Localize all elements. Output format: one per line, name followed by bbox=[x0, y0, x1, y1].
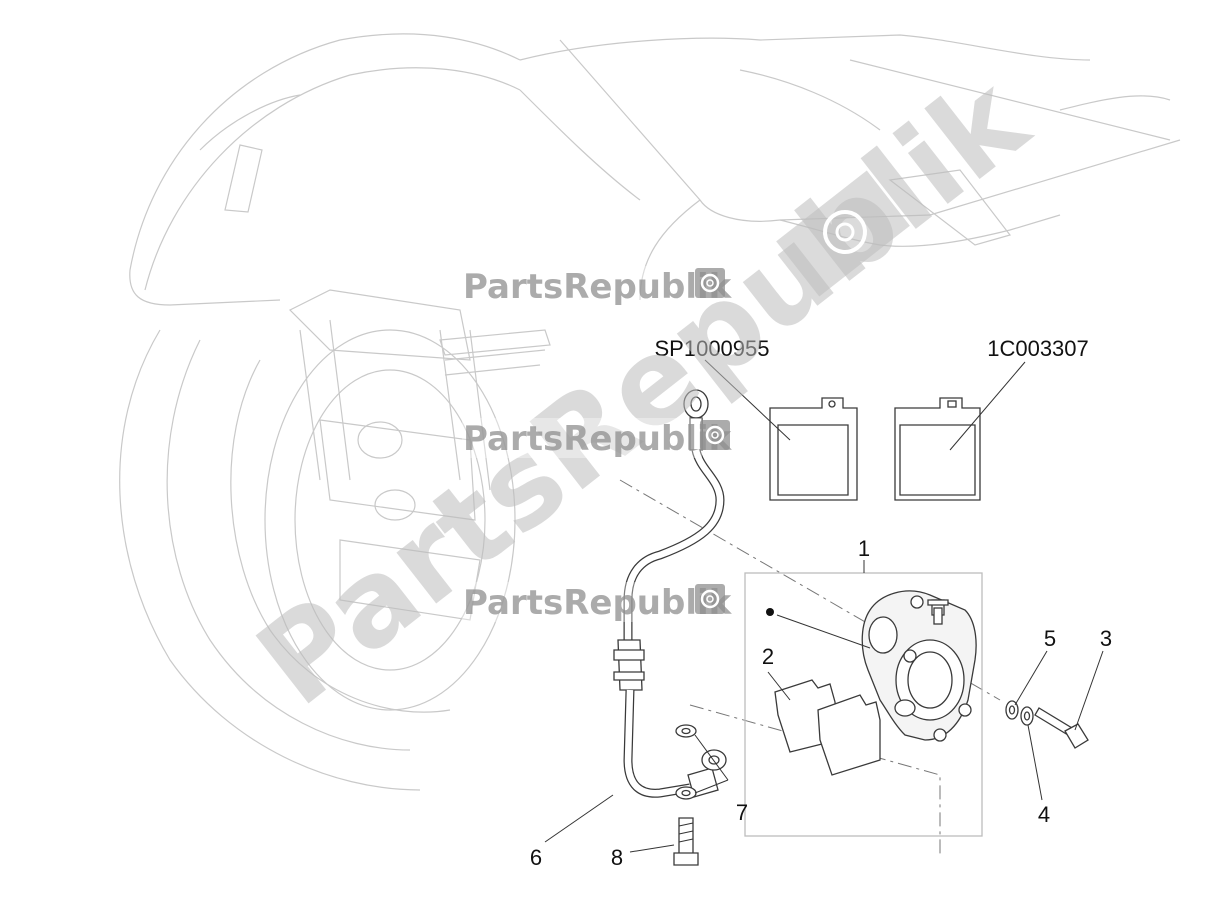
caliper-pads bbox=[774, 679, 881, 776]
callout-5[interactable]: 5 bbox=[1044, 626, 1056, 651]
washer-4 bbox=[1020, 706, 1034, 726]
watermark-row-2: PartsRepublik bbox=[462, 418, 733, 459]
callout-7[interactable]: 7 bbox=[736, 800, 748, 825]
callout-3[interactable]: 3 bbox=[1100, 626, 1112, 651]
watermark-row-1: PartsRepublik bbox=[462, 266, 733, 307]
watermark-row-3: PartsRepublik bbox=[462, 582, 733, 623]
brake-caliper bbox=[861, 590, 977, 742]
gear-flag-icon bbox=[695, 584, 725, 614]
callout-8[interactable]: 8 bbox=[611, 845, 623, 870]
brake-hose bbox=[613, 389, 727, 798]
copper-washers-7 bbox=[675, 724, 697, 800]
gear-flag-icon bbox=[695, 268, 725, 298]
brake-pad-right bbox=[894, 397, 981, 501]
assembly-guide-lines bbox=[619, 479, 1001, 855]
gear-flag-icon bbox=[700, 420, 730, 450]
caliper-bleed-marker bbox=[766, 608, 774, 616]
leader-lines bbox=[544, 359, 1104, 853]
watermark-text: PartsRepublik bbox=[463, 267, 733, 307]
watermark-text: PartsRepublik bbox=[463, 419, 733, 459]
callout-2[interactable]: 2 bbox=[762, 644, 774, 669]
part-code-left-pad[interactable]: SP1000955 bbox=[655, 336, 770, 361]
callout-1[interactable]: 1 bbox=[858, 536, 870, 561]
caliper-bolt-3 bbox=[1034, 707, 1089, 749]
part-code-right-pad[interactable]: 1C003307 bbox=[987, 336, 1089, 361]
callout-6[interactable]: 6 bbox=[530, 845, 542, 870]
gear-flag-icon bbox=[776, 170, 910, 297]
scooter-outline-background bbox=[119, 33, 1181, 791]
watermark-text: PartsRepublik bbox=[463, 583, 733, 623]
banjo-bolt-8 bbox=[673, 817, 699, 866]
callout-4[interactable]: 4 bbox=[1038, 802, 1050, 827]
washer-5 bbox=[1005, 700, 1019, 720]
brake-pad-left bbox=[769, 397, 858, 501]
